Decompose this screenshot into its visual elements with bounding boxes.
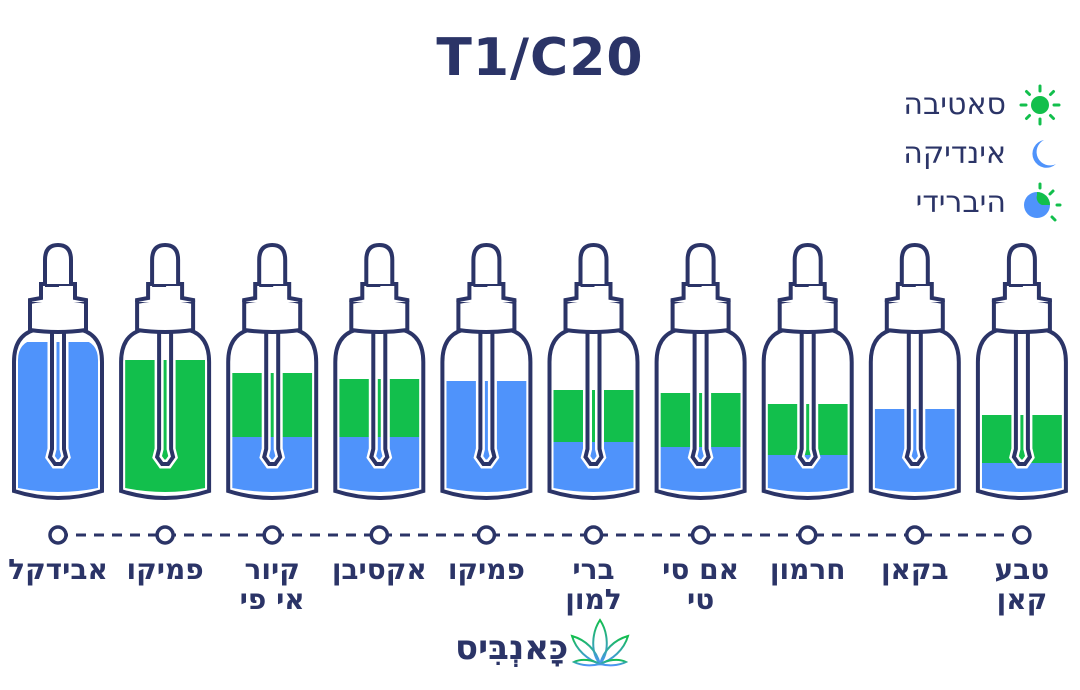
indica-fill bbox=[874, 409, 955, 492]
bottle bbox=[333, 242, 426, 500]
moon-icon bbox=[1032, 139, 1056, 168]
sativa-fill bbox=[232, 373, 313, 437]
bottle bbox=[547, 242, 640, 500]
legend-label: היברידי bbox=[915, 185, 1006, 220]
timeline-node bbox=[262, 525, 282, 545]
timeline-node bbox=[476, 525, 497, 545]
product-label-line: פמיקו bbox=[126, 553, 204, 586]
legend-item-sativa: סאטיבה bbox=[903, 80, 1062, 129]
legend-label: אינדיקה bbox=[903, 136, 1006, 171]
timeline-node bbox=[48, 525, 68, 545]
hybrid-icon bbox=[1024, 182, 1062, 221]
product-label-line: בקאן bbox=[880, 553, 949, 586]
bottle bbox=[12, 242, 104, 500]
product-label: פמיקו bbox=[426, 555, 546, 585]
product-label: חרמון bbox=[748, 555, 868, 585]
sativa-fill bbox=[553, 390, 634, 442]
legend-item-indica: אינדיקה bbox=[903, 129, 1062, 178]
product-label-line: טבע bbox=[994, 553, 1050, 586]
sativa-fill bbox=[125, 360, 206, 492]
product-label: פמיקו bbox=[105, 555, 225, 585]
product-label-line: ברי bbox=[572, 553, 615, 586]
product-label-line: אקסיבן bbox=[331, 553, 427, 586]
legend-label: סאטיבה bbox=[903, 87, 1006, 122]
bottle bbox=[868, 242, 961, 500]
bottle bbox=[226, 242, 319, 500]
sativa-fill bbox=[767, 404, 848, 455]
timeline-node bbox=[369, 525, 390, 545]
indica-fill bbox=[660, 447, 741, 492]
product-label-line: פמיקו bbox=[447, 553, 525, 586]
sativa-fill bbox=[981, 415, 1062, 463]
chart-title: T1/C20 bbox=[436, 28, 644, 88]
product-label-line: חרמון bbox=[769, 553, 846, 586]
product-label: בקאן bbox=[855, 555, 975, 585]
timeline-node bbox=[690, 525, 711, 545]
logo-text: כָּאנְבִּיס bbox=[455, 628, 569, 668]
sativa-fill bbox=[339, 379, 420, 437]
legend: סאטיבה אינדיקה היברידי bbox=[903, 80, 1062, 227]
bottle bbox=[119, 242, 212, 500]
indica-fill bbox=[446, 381, 527, 492]
product-label-line: טי bbox=[686, 583, 715, 616]
cannabis-leaf-icon bbox=[570, 618, 630, 676]
sun-icon bbox=[1019, 84, 1061, 125]
product-label-line: למון bbox=[565, 583, 622, 616]
product-label-line: אם סי bbox=[662, 553, 740, 586]
bottle bbox=[975, 242, 1068, 500]
product-label: אקסיבן bbox=[319, 555, 439, 585]
product-label-line: אבידקל bbox=[8, 553, 108, 586]
product-label-line: קיור bbox=[244, 553, 300, 586]
sativa-fill bbox=[660, 393, 741, 447]
timeline-node bbox=[583, 525, 604, 545]
product-label-line: אי פי bbox=[239, 583, 305, 616]
timeline-node bbox=[155, 525, 175, 545]
bottle bbox=[761, 242, 854, 500]
timeline-node bbox=[905, 525, 925, 545]
legend-item-hybrid: היברידי bbox=[903, 178, 1062, 227]
timeline-node bbox=[797, 525, 818, 545]
product-label: אבידקל bbox=[0, 555, 118, 585]
bottle bbox=[440, 242, 533, 500]
logo: כָּאנְבִּיס bbox=[455, 618, 632, 678]
bottle bbox=[654, 242, 747, 500]
timeline-node bbox=[1012, 525, 1032, 545]
product-label-line: קאן bbox=[996, 583, 1048, 616]
